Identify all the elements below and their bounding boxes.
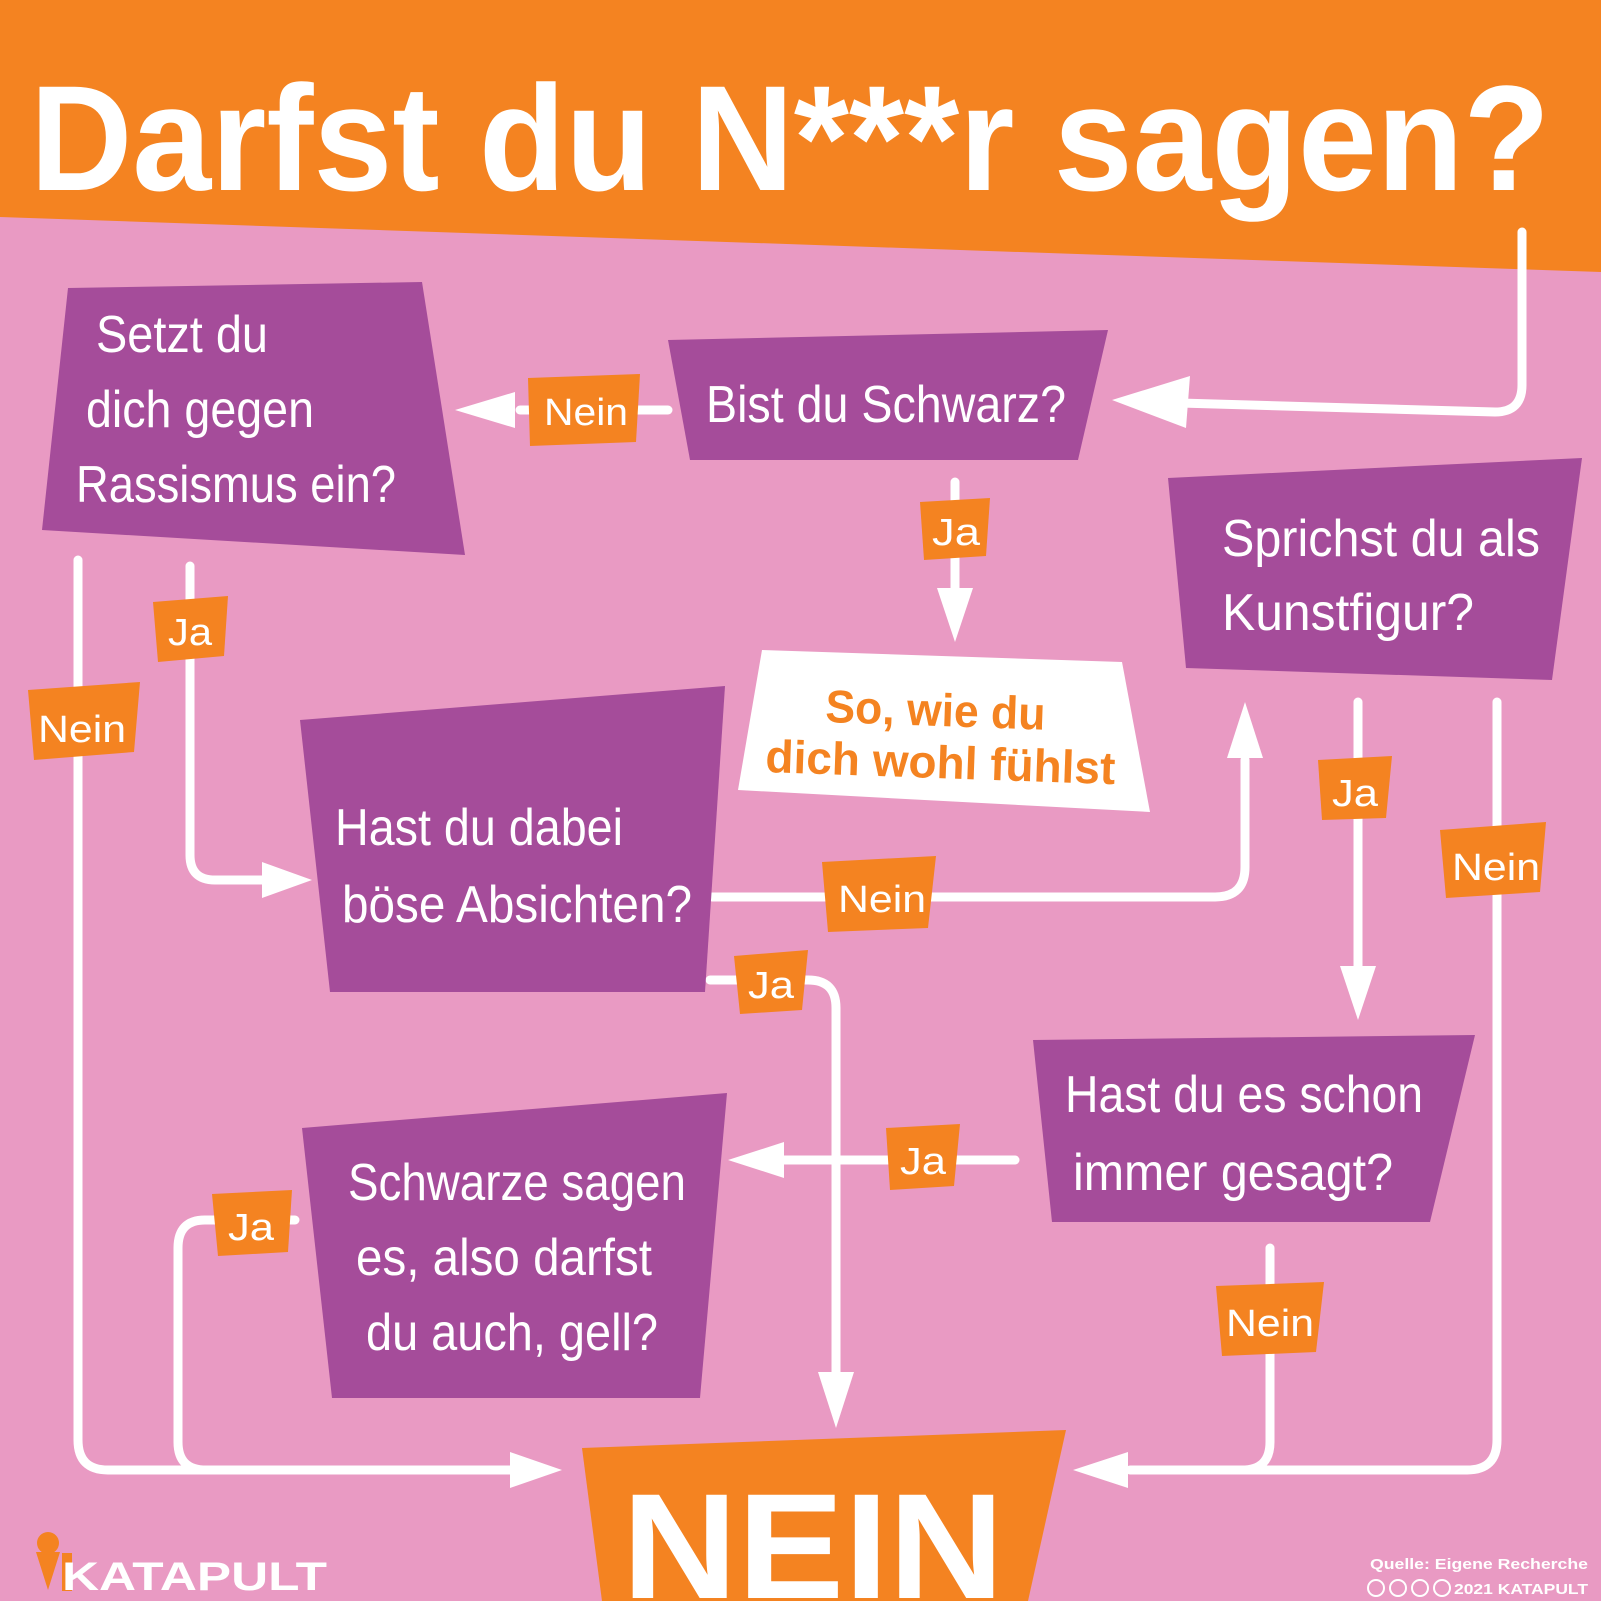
label-ja-dabei-text: Ja bbox=[748, 965, 795, 1007]
label-ja-sprichst-text: Ja bbox=[1332, 773, 1379, 815]
arrow-sprichst-nein bbox=[1125, 697, 1502, 1475]
question-sprichst-du: Sprichst du als Kunstfigur? bbox=[1168, 458, 1582, 680]
question-schwarze-sagen-line3: du auch, gell? bbox=[366, 1304, 658, 1362]
cc-icon bbox=[1367, 1579, 1385, 1597]
arrowhead-schon-ja bbox=[728, 1142, 784, 1178]
question-sprichst-du-line1: Sprichst du als bbox=[1222, 510, 1540, 568]
label-nein-setzt: Nein bbox=[28, 682, 140, 760]
label-ja-setzt-text: Ja bbox=[168, 612, 213, 654]
label-nein-bist-text: Nein bbox=[544, 392, 628, 434]
label-ja-schon: Ja bbox=[886, 1124, 960, 1190]
question-hast-du-dabei-line1: Hast du dabei bbox=[335, 799, 623, 857]
question-hast-du-dabei-line2: böse Absichten? bbox=[342, 876, 692, 934]
arrowhead-dabei-nein bbox=[1227, 702, 1263, 758]
arrow-start bbox=[1175, 227, 1527, 417]
label-ja-schwarze: Ja bbox=[212, 1190, 292, 1256]
label-nein-setzt-text: Nein bbox=[38, 709, 126, 751]
label-nein-dabei: Nein bbox=[822, 856, 936, 932]
katapult-logo: KATAPULT bbox=[36, 1532, 327, 1599]
logo-text: KATAPULT bbox=[62, 1555, 327, 1599]
question-setzt-du-dich-line2: dich gegen bbox=[86, 381, 314, 439]
copyright-text: 2021 KATAPULT bbox=[1454, 1581, 1588, 1598]
answer-nein-text: NEIN bbox=[622, 1462, 1004, 1601]
by-icon bbox=[1389, 1579, 1407, 1597]
arrow-schwarze-ja bbox=[173, 1215, 300, 1475]
question-schwarze-sagen: Schwarze sagen es, also darfst du auch, … bbox=[302, 1093, 727, 1398]
cc-license-icons bbox=[1367, 1579, 1451, 1597]
question-hast-du-es-schon: Hast du es schon immer gesagt? bbox=[1033, 1035, 1475, 1222]
source-text: Quelle: Eigene Recherche bbox=[1370, 1556, 1588, 1573]
question-hast-du-es-schon-line2: immer gesagt? bbox=[1073, 1144, 1393, 1202]
question-setzt-du-dich-line3: Rassismus ein? bbox=[76, 456, 396, 514]
label-ja-dabei: Ja bbox=[734, 950, 808, 1014]
arrow-dabei-nein bbox=[707, 755, 1250, 902]
arrowhead-setzt-ja bbox=[262, 862, 312, 898]
label-nein-schon-text: Nein bbox=[1226, 1303, 1314, 1345]
question-bist-du-schwarz-text: Bist du Schwarz? bbox=[706, 376, 1066, 434]
answer-nein: NEIN bbox=[582, 1430, 1066, 1601]
label-ja-schwarze-text: Ja bbox=[228, 1207, 275, 1249]
label-nein-sprichst-text: Nein bbox=[1452, 847, 1540, 889]
arrow-setzt-nein bbox=[73, 555, 515, 1475]
title-banner bbox=[0, 0, 1601, 272]
question-setzt-du-dich: Setzt du dich gegen Rassismus ein? bbox=[42, 282, 465, 555]
question-setzt-du-dich-line1: Setzt du bbox=[96, 306, 268, 364]
label-ja-bist: Ja bbox=[920, 498, 990, 560]
arrowhead-sprichst-nein bbox=[1073, 1452, 1128, 1488]
arrow-dabei-ja bbox=[705, 975, 841, 1377]
logo-icon bbox=[37, 1532, 59, 1554]
arrowhead-sprichst-ja bbox=[1340, 966, 1376, 1020]
question-hast-du-es-schon-line1: Hast du es schon bbox=[1065, 1066, 1423, 1124]
label-ja-setzt: Ja bbox=[153, 596, 228, 662]
label-nein-dabei-text: Nein bbox=[838, 879, 926, 921]
title: Darfst du N***r sagen? bbox=[30, 54, 1550, 222]
question-bist-du-schwarz: Bist du Schwarz? bbox=[668, 330, 1108, 460]
label-ja-bist-text: Ja bbox=[932, 512, 981, 554]
arrowhead-start bbox=[1112, 376, 1190, 428]
answer-so-wie-du-line1: So, wie du bbox=[825, 680, 1047, 740]
question-schwarze-sagen-line2: es, also darfst bbox=[356, 1229, 652, 1287]
arrowhead-dabei-ja bbox=[818, 1372, 854, 1428]
question-schwarze-sagen-line1: Schwarze sagen bbox=[348, 1154, 686, 1212]
arrowhead-bist-nein bbox=[455, 392, 515, 428]
label-ja-sprichst: Ja bbox=[1318, 756, 1392, 820]
label-nein-schon: Nein bbox=[1216, 1282, 1324, 1356]
answer-so-wie-du-line2: dich wohl fühlst bbox=[765, 730, 1117, 794]
arrow-setzt-ja bbox=[185, 561, 270, 885]
question-sprichst-du-line2: Kunstfigur? bbox=[1222, 584, 1474, 642]
arrowhead-setzt-nein bbox=[510, 1452, 562, 1488]
question-hast-du-dabei: Hast du dabei böse Absichten? bbox=[300, 686, 725, 992]
label-nein-bist: Nein bbox=[528, 374, 640, 446]
label-ja-schon-text: Ja bbox=[900, 1141, 947, 1183]
arrow-schon-nein bbox=[1237, 1243, 1275, 1475]
nc-icon bbox=[1411, 1579, 1429, 1597]
answer-so-wie-du: So, wie du dich wohl fühlst bbox=[738, 650, 1150, 812]
nd-icon bbox=[1433, 1579, 1451, 1597]
arrowhead-bist-ja bbox=[937, 588, 973, 642]
label-nein-sprichst: Nein bbox=[1440, 822, 1546, 898]
